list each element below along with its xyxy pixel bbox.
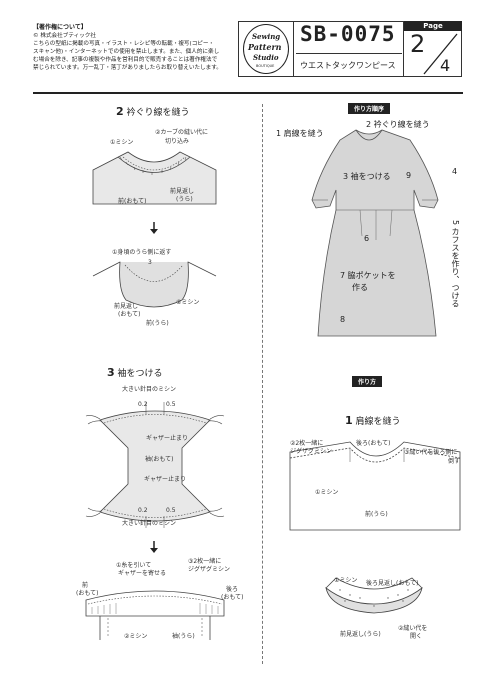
label-back: 後ろ(おもて) (356, 440, 391, 447)
label-open: ②縫い代を (398, 625, 428, 632)
label-facing-2: (うら) (176, 196, 193, 203)
page-tab: Page (404, 21, 462, 31)
label-front-facing: 前見返し(うら) (340, 631, 381, 638)
label-facing-b-2: (おもて) (118, 311, 141, 318)
label-curve: ②カーブの縫い代に (155, 129, 209, 136)
label-back-facing: 後ろ見返し(おもて) (366, 580, 419, 587)
label-zig: ②2枚一緒に (290, 440, 324, 447)
copyright-title: 【著作権について】 (33, 24, 87, 31)
pattern-name: ウエストタックワンピース (300, 61, 396, 70)
label-missin-2: ①ミシン (334, 577, 358, 584)
order-step-2: 2 衿ぐり線を縫う (366, 120, 430, 129)
notice-line: スキャン他)・インターネットでの使用を禁止します。また、個人的に楽し (33, 49, 220, 55)
order-step-7b: 作る (352, 283, 368, 292)
order-step-9: 9 (406, 171, 412, 180)
code-box (294, 21, 404, 77)
label-fold: ③縫い代を後ろ側に (404, 449, 458, 456)
logo-line1: Sewing (252, 32, 281, 41)
notice-line: こちらの型紙に掲載の写真・イラスト・レシピ等の転載・複写(コピー・ (33, 41, 215, 47)
page-number: 2 (410, 30, 426, 58)
label-front-2: (おもて) (76, 590, 99, 597)
label-facing: 前見返し (170, 188, 195, 195)
order-step-3: 3 袖をつける (343, 172, 391, 181)
label-zig: ③2枚一緒に (188, 558, 222, 565)
label-front-ura: 前(うら) (146, 320, 169, 327)
label-pull: ①糸を引いて (116, 562, 152, 569)
order-step-5: 5 カフスを作り、つける (451, 220, 460, 308)
label-02b: 0.2 (138, 507, 148, 514)
order-step-4: 4 (452, 167, 458, 176)
label-big-stitch-top: 大きい針目のミシン (122, 386, 177, 393)
label-pull-2: ギャザーを寄せる (118, 570, 167, 577)
label-zig-2: ジグザグミシン (188, 566, 231, 573)
logo-line3: Studio (253, 53, 279, 62)
company-name: © 株式会社ブティック社 (33, 33, 96, 39)
label-front: 前 (82, 582, 89, 589)
order-tag: 作り方順序 (348, 103, 391, 114)
order-step-7: 7 脇ポケットを (340, 271, 396, 280)
label-05b: 0.5 (166, 507, 176, 514)
column-divider (262, 104, 263, 664)
label-big-stitch-bottom: 大きい針目のミシン (122, 520, 177, 527)
label-gather-2: ギャザー止まり (144, 476, 187, 483)
page-total: 4 (440, 56, 451, 75)
label-back-2: (おもて) (221, 594, 244, 601)
label-fold-2: 倒す (448, 458, 461, 465)
label-missin: ①ミシン (315, 489, 339, 496)
method-tag: 作り方 (352, 376, 383, 387)
label-turn: ①身頃のうら側に返す (112, 249, 172, 256)
label-curve-2: 切り込み (165, 138, 190, 145)
step3-title: 3 袖をつける (107, 366, 163, 379)
label-missin: ②ミシン (124, 633, 148, 640)
label-gather-1: ギャザー止まり (146, 435, 189, 442)
step2-title: 2 衿ぐり線を縫う (116, 105, 190, 118)
label-facing-b: 前見返し (114, 303, 139, 310)
pattern-code: SB-0075 (300, 22, 396, 46)
header-rule (33, 92, 463, 94)
notice-line: 禁じられています。万一乱丁・落丁がありましたらお取り替えいたします。 (33, 65, 222, 71)
logo-sub: BOUTIQUE (256, 64, 275, 68)
copyright-notice: 【著作権について】 © 株式会社ブティック社 こちらの型紙に掲載の写真・イラスト… (33, 22, 233, 72)
label-05a: 0.5 (166, 401, 176, 408)
label-missin: ①ミシン (110, 139, 134, 146)
label-zig-2: ジグザグミシン (290, 448, 333, 455)
order-step-6: 6 (364, 234, 370, 243)
label-02a: 0.2 (138, 401, 148, 408)
label-3: 3 (148, 259, 152, 266)
logo-line2: Pattern (248, 42, 282, 52)
label-front: 前(うら) (365, 511, 388, 518)
label-back: 後ろ (226, 586, 239, 593)
label-sleeve-ura: 袖(うら) (172, 633, 195, 640)
order-step-8: 8 (340, 315, 346, 324)
label-missin-2: ②ミシン (176, 299, 200, 306)
order-step-1: 1 肩線を縫う (276, 129, 324, 138)
label-front: 前(おもて) (118, 198, 147, 205)
label-open-2: 開く (410, 633, 423, 640)
notice-line: む場合を除き、記事の複製や作品を営利目的で販売することは著作権法で (33, 57, 218, 63)
label-sleeve: 袖(おもて) (145, 456, 174, 463)
brand-logo: Sewing Pattern Studio BOUTIQUE (238, 21, 294, 77)
step1-title: 1 肩線を縫う (345, 414, 401, 427)
